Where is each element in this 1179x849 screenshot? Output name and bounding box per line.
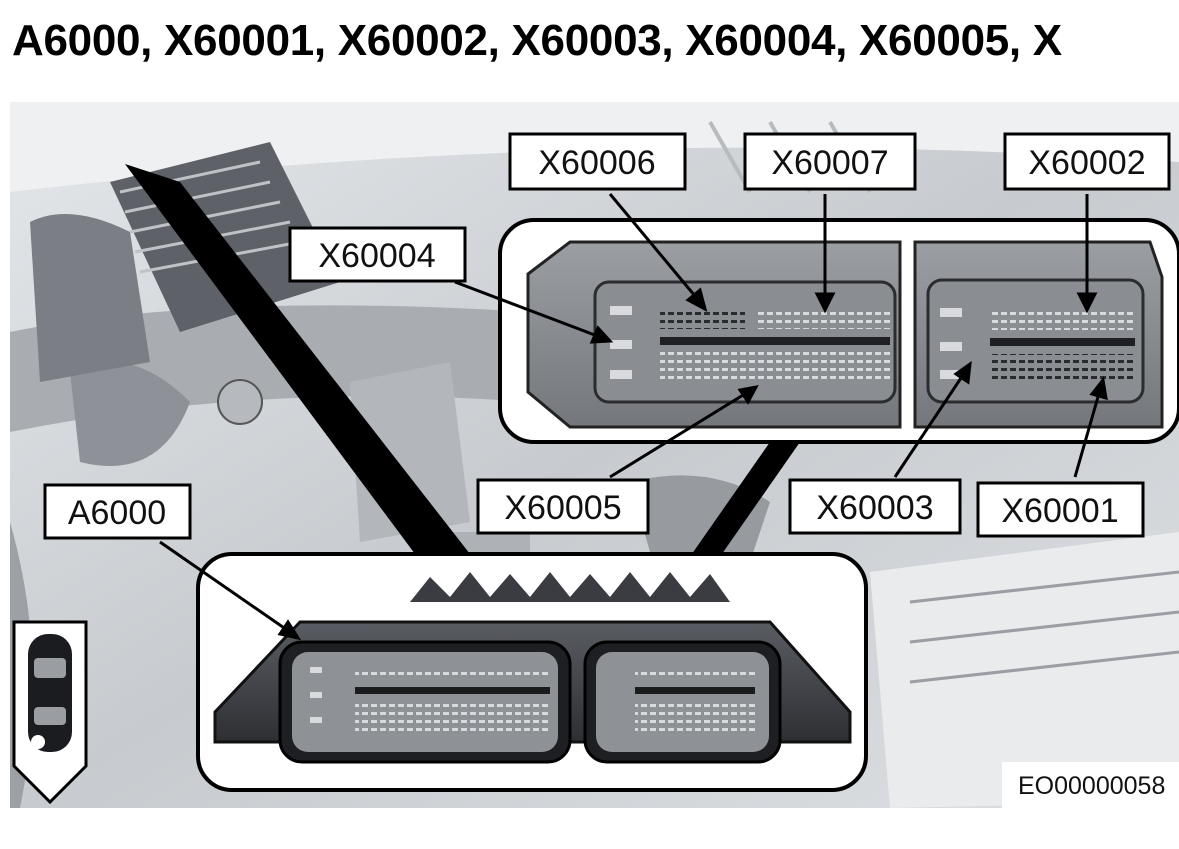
callout-x60001: X60001: [976, 481, 1145, 538]
svg-text:EO00000058: EO00000058: [1018, 772, 1165, 800]
page-title: A6000, X60001, X60002, X60003, X60004, X…: [12, 16, 1062, 65]
pointer-arrows: [159, 193, 1108, 641]
svg-text:X60007: X60007: [771, 144, 888, 182]
callout-a6000: A6000: [43, 483, 192, 540]
engine-bay-diagram: X60006 X60007 X60002 X60004 X60005 X6000…: [10, 102, 1179, 808]
callout-x60006: X60006: [508, 132, 687, 191]
callout-x60005: X60005: [476, 478, 650, 535]
vehicle-top-view-icon: [12, 620, 88, 805]
svg-text:X60001: X60001: [1001, 492, 1118, 530]
svg-text:X60002: X60002: [1028, 144, 1145, 182]
svg-text:X60003: X60003: [816, 489, 933, 527]
callout-x60004: X60004: [288, 226, 467, 283]
callout-x60003: X60003: [788, 478, 962, 535]
image-code-label: EO00000058: [1002, 762, 1179, 808]
ecm-detail-inset: [196, 552, 868, 792]
svg-text:X60005: X60005: [504, 489, 621, 527]
connector-detail-inset: [498, 218, 1179, 444]
svg-text:X60004: X60004: [318, 237, 435, 275]
svg-text:A6000: A6000: [68, 494, 166, 532]
callout-x60002: X60002: [1003, 132, 1171, 191]
callout-x60007: X60007: [743, 132, 917, 191]
svg-text:X60006: X60006: [538, 144, 655, 182]
